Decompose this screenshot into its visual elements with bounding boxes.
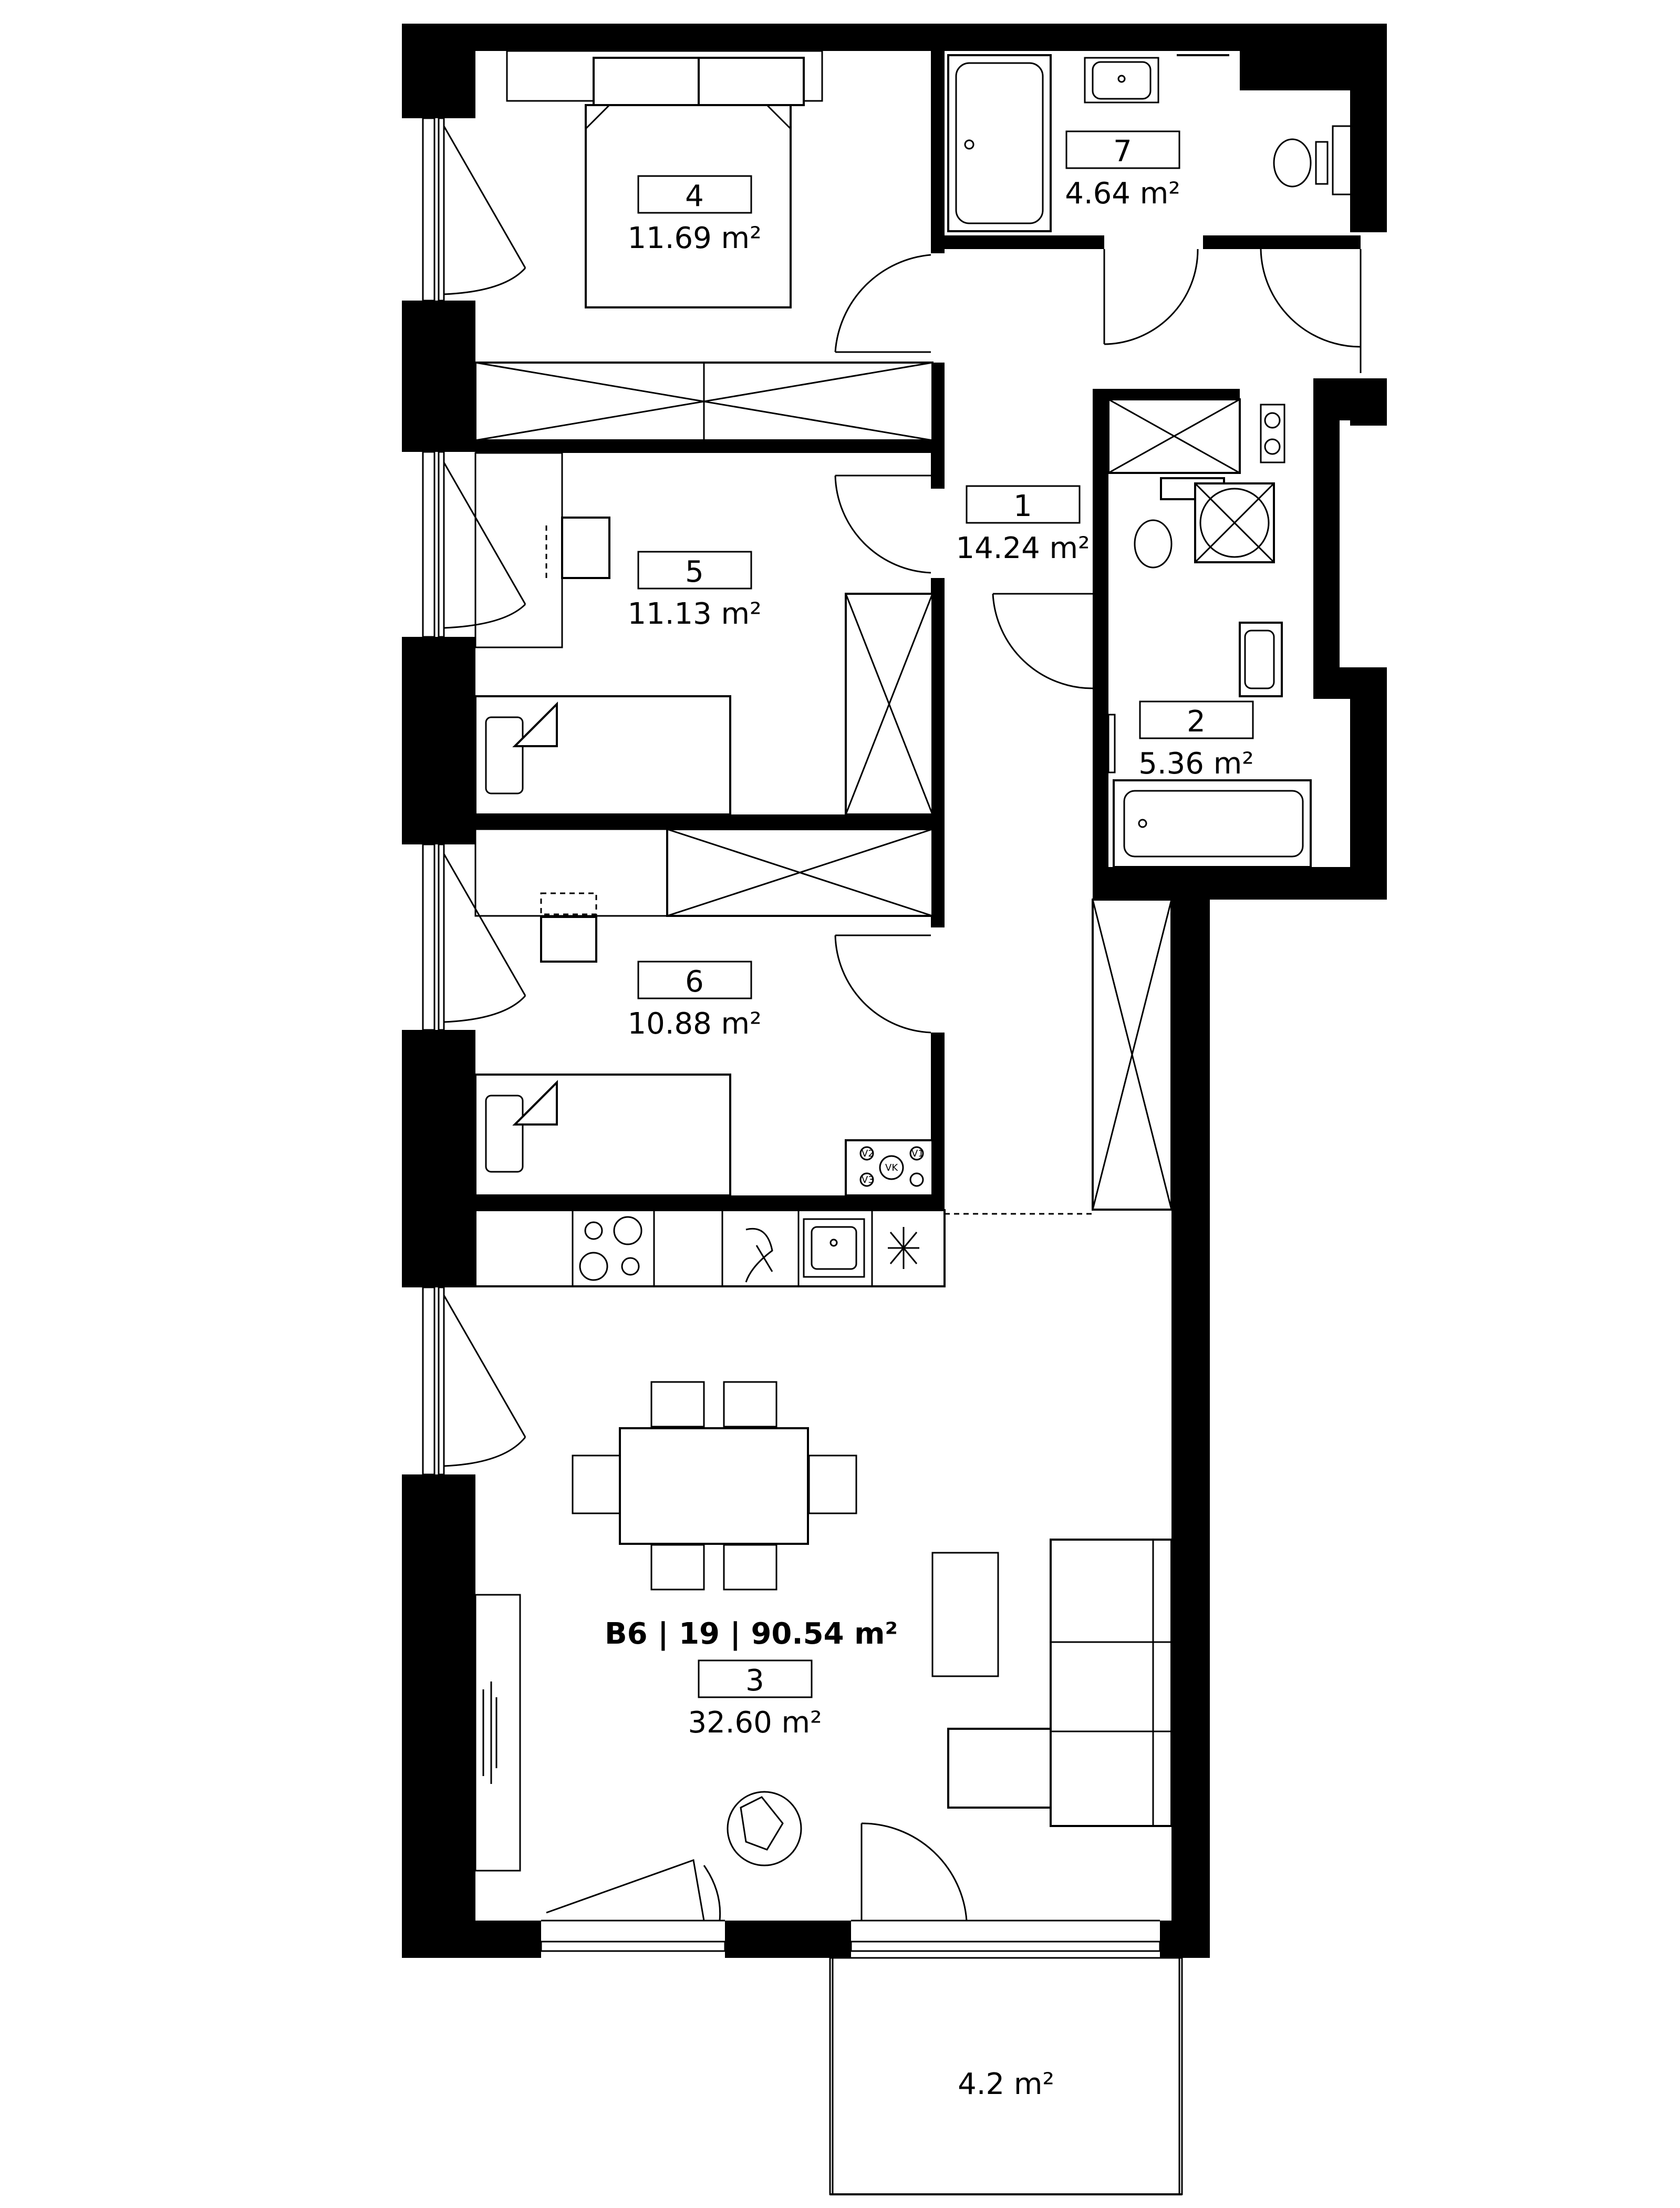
room-1-number: 1 [1013,489,1032,523]
windows [422,117,1161,1952]
utility-label: V3 [862,1174,874,1185]
room-6-number: 6 [685,965,704,999]
room-4-area: 11.69 m² [627,221,761,255]
balcony [829,1957,1183,2195]
utility-label: V1 [1340,57,1352,68]
room-5-number: 5 [685,555,704,589]
room-2-area: 5.36 m² [1138,747,1254,781]
utility-label: V1 [911,1148,924,1159]
utility-label: F [1319,57,1324,68]
living-room-furniture [474,1381,1173,1872]
room-3-number: 3 [745,1664,764,1698]
hall-storage [1107,398,1285,474]
bathroom-2-fixtures [1107,477,1312,868]
kitchen [474,1209,946,1287]
utility-label: V2 [862,1148,874,1159]
apartment-title: B6 | 19 | 90.54 m² [605,1617,898,1651]
door-swings [443,126,1362,1922]
utility-label: VK [885,1162,898,1173]
room-labels: 4 11.69 m² 7 4.64 m² 1 14.24 m² 5 11.13 … [605,130,1254,2101]
room-4-number: 4 [685,179,704,213]
room-6-area: 10.88 m² [627,1007,761,1041]
room-7-area: 4.64 m² [1065,177,1180,211]
bedroom-4-furniture [474,50,934,441]
room-7-number: 7 [1113,135,1132,169]
bathroom-7-fixtures: V2 F V1 [947,50,1355,232]
room-2-number: 2 [1187,705,1206,739]
utility-label: V2 [1298,57,1310,68]
room-5-area: 11.13 m² [627,597,761,631]
room-3-area: 32.60 m² [688,1706,822,1740]
bedroom-5-furniture [474,452,934,816]
room-1-area: 14.24 m² [956,531,1090,565]
walls [402,24,1387,1958]
balcony-area: 4.2 m² [958,2067,1054,2101]
bedroom-6-furniture: V2 V1 VK V3 [474,828,934,1196]
corridor-wardrobe [1092,899,1173,1211]
